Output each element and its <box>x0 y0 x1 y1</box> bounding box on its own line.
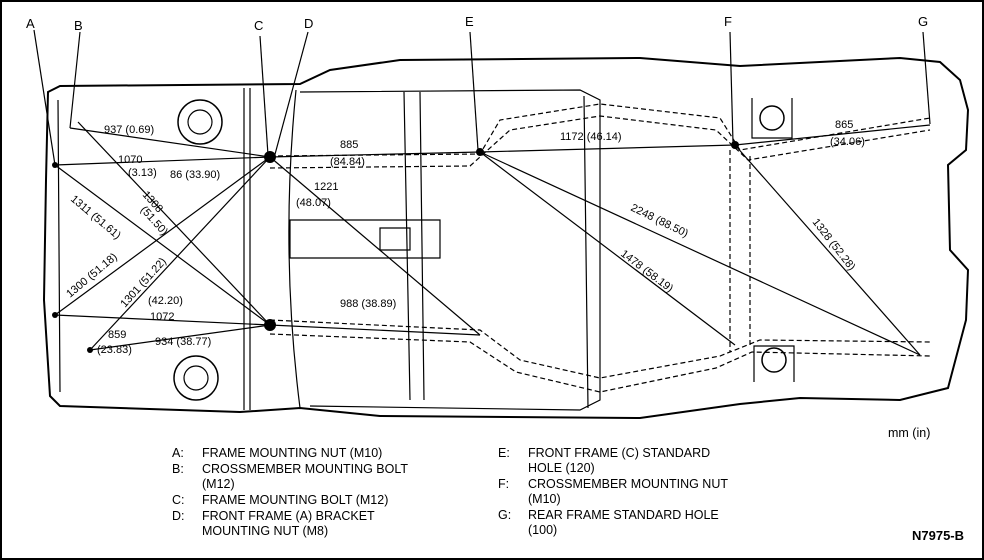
legend-text: FRONT FRAME (A) BRACKET MOUNTING NUT (M8… <box>202 509 375 538</box>
legend-key: D: <box>172 509 185 523</box>
legend-key: F: <box>498 477 510 491</box>
frame-rails <box>269 103 931 393</box>
legend-key: C: <box>172 493 185 507</box>
units-label: mm (in) <box>888 426 931 440</box>
dim-d-f-1: 1221 <box>314 181 338 193</box>
rear-seat-top <box>759 105 785 131</box>
legend-item: B: CROSSMEMBER MOUNTING BOLT (M12) <box>172 462 462 492</box>
point-label-f: F <box>724 14 732 29</box>
dim-c-low-2: 1072 <box>150 311 174 323</box>
dim-a-bot-1: 859 <box>108 329 126 341</box>
dim-a-diag: 1311 (51.61) <box>68 193 123 242</box>
point-label-g: G <box>918 14 928 29</box>
legend-text: CROSSMEMBER MOUNTING NUT (M10) <box>528 477 728 506</box>
point-label-a: A <box>26 16 35 31</box>
dim-a-c-2: (3.13) <box>128 167 157 179</box>
crossmember-front <box>289 219 441 259</box>
legend-left: A: FRAME MOUNTING NUT (M10) B: CROSSMEMB… <box>172 446 462 540</box>
front-tower-bottom <box>173 355 219 401</box>
dim-c-e-in: (84.84) <box>330 156 365 168</box>
legend-key: G: <box>498 508 512 522</box>
dim-b-top: 937 (0.69) <box>104 124 154 136</box>
legend-item: G: REAR FRAME STANDARD HOLE (100) <box>498 508 788 538</box>
body-outline <box>42 56 970 420</box>
legend-item: C: FRAME MOUNTING BOLT (M12) <box>172 493 462 508</box>
dim-a-bot-3: 934 (38.77) <box>155 336 211 348</box>
legend-text: CROSSMEMBER MOUNTING BOLT (M12) <box>202 462 409 491</box>
dim-a-c-1: 1070 <box>118 154 142 166</box>
dim-f-g-1: 865 <box>835 119 853 131</box>
legend-text: FRAME MOUNTING BOLT (M12) <box>202 493 389 507</box>
front-tower-top <box>177 99 223 145</box>
legend-text: FRAME MOUNTING NUT (M10) <box>202 446 383 460</box>
figure-id: N7975-B <box>912 528 965 543</box>
legend-item: F: CROSSMEMBER MOUNTING NUT (M10) <box>498 477 788 507</box>
dim-a-d: 86 (33.90) <box>170 169 220 181</box>
dim-c-low-e: 988 (38.89) <box>340 298 396 310</box>
point-label-d: D <box>304 16 313 31</box>
point-label-b: B <box>74 18 83 33</box>
point-label-e: E <box>465 14 474 29</box>
legend-item: A: FRAME MOUNTING NUT (M10) <box>172 446 462 461</box>
dim-e-f: 1172 (46.14) <box>560 131 622 143</box>
dim-f-g-2: (34.06) <box>830 136 865 148</box>
dim-c-e: 885 <box>340 139 358 151</box>
dim-a-low-1: 1300 (51.18) <box>64 251 120 300</box>
legend-key: E: <box>498 446 510 460</box>
dim-f-g-diag: 1328 (52.28) <box>810 216 858 273</box>
legend-text: FRONT FRAME (C) STANDARD HOLE (120) <box>528 446 711 475</box>
dim-c-low-1: (42.20) <box>148 295 183 307</box>
legend-text: REAR FRAME STANDARD HOLE (100) <box>528 508 719 537</box>
legend-key: A: <box>172 446 184 460</box>
dim-d-f-2: (48.07) <box>296 197 331 209</box>
dim-e-f-low: 1478 (58.19) <box>618 248 675 295</box>
legend-key: B: <box>172 462 184 476</box>
point-label-c: C <box>254 18 263 33</box>
rear-seat-bottom <box>761 347 787 373</box>
legend-right: E: FRONT FRAME (C) STANDARD HOLE (120) F… <box>498 446 788 539</box>
dim-a-bot-2: (23.83) <box>97 344 132 356</box>
legend-item: D: FRONT FRAME (A) BRACKET MOUNTING NUT … <box>172 509 462 539</box>
legend-item: E: FRONT FRAME (C) STANDARD HOLE (120) <box>498 446 788 476</box>
